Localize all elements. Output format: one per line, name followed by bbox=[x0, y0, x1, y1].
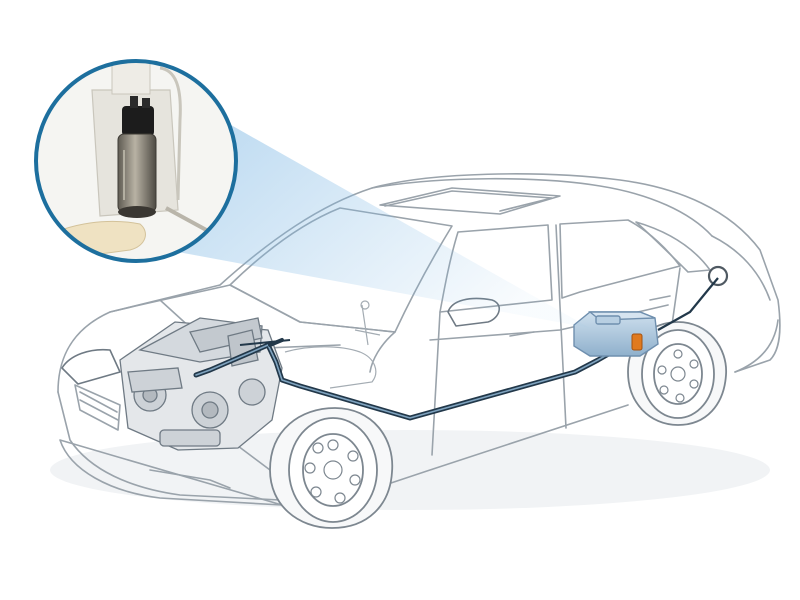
door-line-front bbox=[431, 311, 441, 456]
engine-icon bbox=[119, 317, 291, 451]
grille bbox=[74, 384, 121, 431]
front-door-handle bbox=[509, 331, 535, 337]
transmission bbox=[284, 300, 381, 389]
fuel-line bbox=[193, 338, 615, 421]
rear-door-handle bbox=[649, 295, 671, 301]
car-body bbox=[57, 173, 781, 506]
fuel-pump-callout bbox=[34, 59, 238, 263]
callout-beam bbox=[178, 112, 590, 328]
fuel-filler-cap-icon bbox=[707, 265, 729, 287]
door-line-mid bbox=[555, 224, 567, 429]
fuel-pump-icon bbox=[117, 96, 157, 218]
front-wheel bbox=[269, 407, 394, 529]
headlight bbox=[61, 348, 121, 385]
roof-line bbox=[371, 177, 713, 237]
callout-ring bbox=[34, 59, 238, 263]
sunroof bbox=[379, 187, 561, 215]
front-bumper bbox=[57, 391, 281, 501]
hood-line bbox=[109, 284, 396, 373]
fuel-filter-icon bbox=[631, 333, 643, 351]
rear-bumper bbox=[734, 319, 779, 373]
